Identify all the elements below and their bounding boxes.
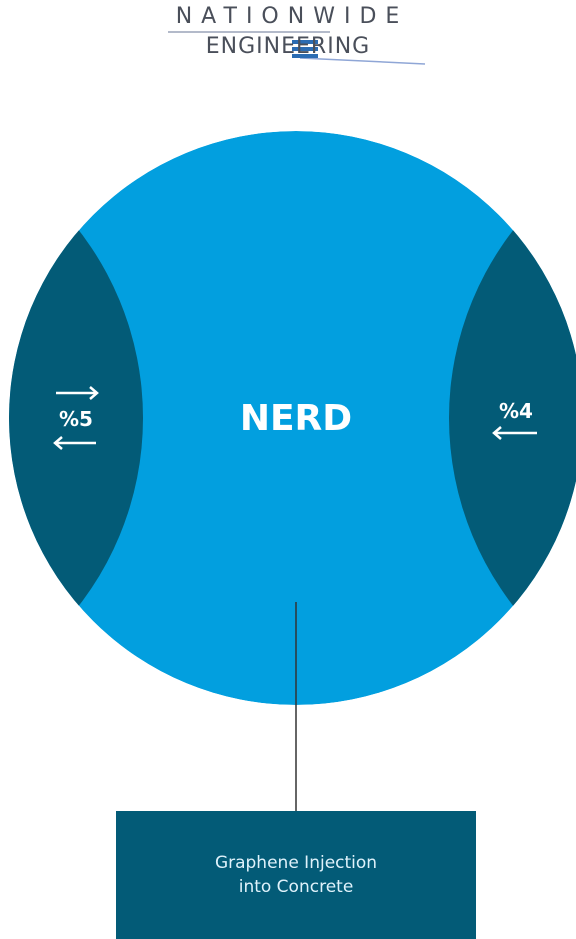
logo: NATIONWIDE ENGINEERING [0,0,576,80]
caption-line-1: Graphene Injection [214,853,378,873]
center-label: NERD [240,398,352,439]
logo-wordmark-bottom: ENGINEERING [205,34,371,59]
main-circle [9,131,576,705]
right-arrow-icon [56,386,99,400]
logo-wordmark-top: NATIONWIDE [175,4,409,29]
caption-line-2: into Concrete [238,877,354,897]
left-exchange-group: %5 [53,386,99,450]
left-arrow-icon [53,436,96,450]
left-value: %5 [59,407,93,431]
caption-box: Graphene Injection into Concrete [116,811,476,939]
right-value: %4 [499,399,533,423]
right-exchange-group: %4 [492,399,537,440]
logo-underlines [168,31,426,65]
left-arrow-icon [492,426,537,440]
